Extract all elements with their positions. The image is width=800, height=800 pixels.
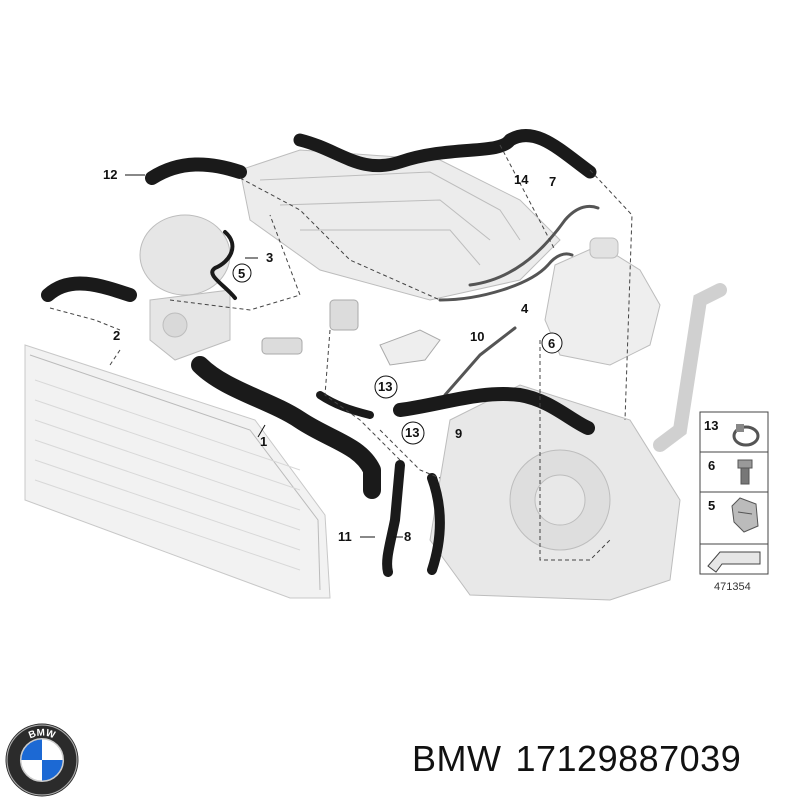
callout-13-a: 13 bbox=[378, 379, 392, 394]
callout-5: 5 bbox=[238, 266, 245, 281]
hose-10 bbox=[443, 326, 517, 397]
radiator bbox=[24, 344, 331, 599]
callout-11: 11 bbox=[338, 529, 352, 544]
callout-10: 10 bbox=[470, 329, 484, 344]
hose-8 bbox=[427, 473, 445, 575]
legend-13: 13 bbox=[704, 418, 718, 433]
callout-12: 12 bbox=[103, 167, 117, 182]
hose-7 bbox=[468, 205, 600, 287]
hose-12 bbox=[145, 157, 247, 185]
bolt-icon bbox=[737, 459, 753, 485]
hose-1 bbox=[191, 356, 381, 499]
part-title: BMW 17129887039 bbox=[412, 738, 755, 780]
bracket-clip-icon bbox=[731, 497, 759, 533]
callout-9: 9 bbox=[455, 426, 462, 441]
callout-6: 6 bbox=[548, 336, 555, 351]
legend-5: 5 bbox=[708, 498, 715, 513]
svg-text:BMW: BMW bbox=[27, 728, 57, 742]
hose-2 bbox=[41, 276, 137, 302]
callout-1: 1 bbox=[260, 434, 267, 449]
callout-3: 3 bbox=[266, 250, 273, 265]
part-number: 17129887039 bbox=[515, 738, 742, 779]
callout-7: 7 bbox=[549, 174, 556, 189]
hose-9 bbox=[393, 387, 595, 435]
hose-4 bbox=[438, 252, 574, 302]
brand-name: BMW bbox=[412, 738, 502, 779]
callout-labels: 1 2 3 4 5 6 7 8 9 10 11 12 13 13 14 bbox=[103, 167, 563, 544]
reference-number: 471354 bbox=[714, 581, 751, 593]
hose-clamp-icon bbox=[732, 424, 760, 447]
hose-14 bbox=[293, 129, 597, 179]
engine-lower-block bbox=[429, 384, 681, 601]
parts-legend: 13 6 5 471354 bbox=[699, 411, 769, 593]
callout-4: 4 bbox=[521, 301, 529, 316]
hose-11 bbox=[382, 460, 405, 577]
legend-6: 6 bbox=[708, 458, 715, 473]
bmw-roundel-icon: BMW bbox=[5, 723, 79, 797]
callout-8: 8 bbox=[404, 529, 411, 544]
coolant-hoses bbox=[41, 129, 600, 577]
thermostat-housing bbox=[261, 299, 441, 366]
callout-2: 2 bbox=[113, 328, 120, 343]
callout-14: 14 bbox=[514, 172, 529, 187]
exhaust-pipe bbox=[653, 283, 727, 452]
turbocharger bbox=[139, 214, 231, 361]
callout-13-b: 13 bbox=[405, 425, 419, 440]
direction-arrow-icon bbox=[707, 551, 761, 573]
hose-stub bbox=[316, 391, 374, 419]
hose-3 bbox=[210, 230, 237, 300]
leader-lines bbox=[49, 144, 633, 561]
expansion-tank bbox=[544, 237, 661, 366]
engine-cylinder-head bbox=[239, 149, 561, 301]
